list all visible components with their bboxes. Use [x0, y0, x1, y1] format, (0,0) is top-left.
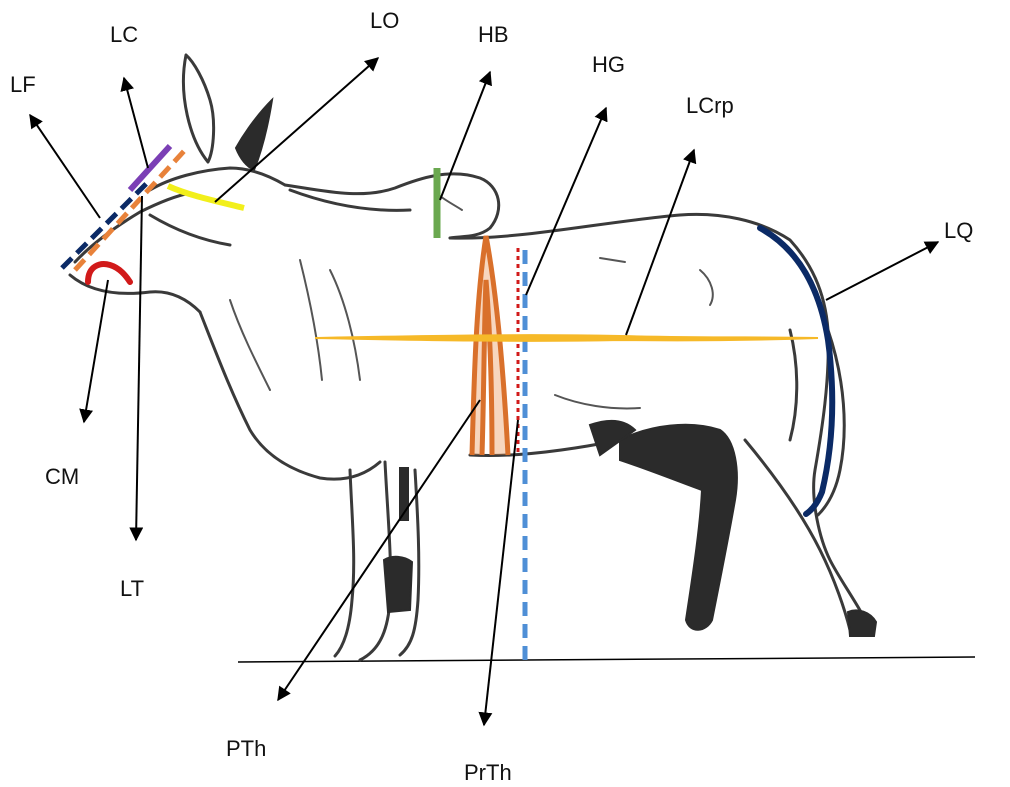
label-pth: PTh: [226, 736, 266, 761]
label-hb: HB: [478, 22, 509, 47]
arrow-lo: [215, 58, 378, 202]
ground-line: [238, 657, 975, 662]
label-lo: LO: [370, 8, 399, 33]
arrow-hb: [440, 72, 490, 200]
arrow-prth: [484, 420, 518, 725]
arrow-lcrp: [626, 150, 694, 335]
pth-band: [472, 236, 508, 455]
lt-line: [75, 150, 185, 270]
label-lt: LT: [120, 576, 144, 601]
label-hg: HG: [592, 52, 625, 77]
arrow-hg: [526, 108, 606, 295]
lcrp-line: [315, 335, 818, 341]
arrow-lf: [30, 115, 100, 218]
label-lq: LQ: [944, 218, 973, 243]
arrow-pth: [278, 400, 480, 700]
label-lf: LF: [10, 72, 36, 97]
label-prth: PrTh: [464, 760, 512, 785]
arrow-lq: [826, 242, 938, 300]
arrow-lc: [124, 78, 148, 168]
cm-line: [88, 264, 130, 282]
arrow-lt: [136, 196, 142, 540]
lf-line: [62, 180, 150, 268]
label-lcrp: LCrp: [686, 93, 734, 118]
arrow-cm: [84, 280, 108, 422]
label-cm: CM: [45, 464, 79, 489]
label-lc: LC: [110, 22, 138, 47]
